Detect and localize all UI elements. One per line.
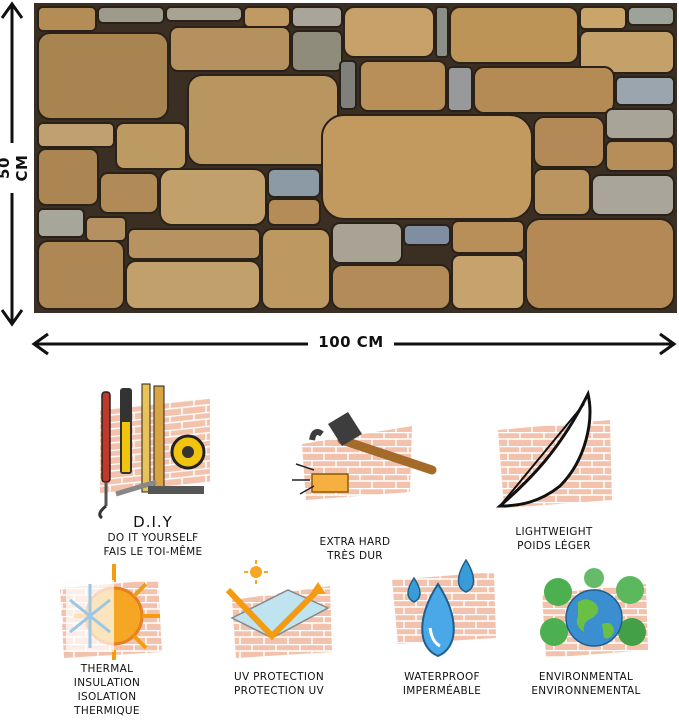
lightweight-line-1: LIGHTWEIGHT bbox=[515, 526, 593, 538]
diy-title: D.I.Y bbox=[133, 513, 173, 531]
uv-line-1: UV PROTECTION bbox=[233, 671, 324, 683]
uv-line-2: PROTECTION UV bbox=[233, 685, 324, 697]
thermal-line-1: THERMAL bbox=[80, 663, 134, 675]
thermal-caption: THERMAL INSULATION ISOLATION THERMIQUE bbox=[52, 662, 162, 718]
width-label: 100 CM bbox=[308, 333, 394, 351]
environmental-caption: ENVIRONMENTAL ENVIRONNEMENTAL bbox=[526, 670, 646, 698]
thermal-line-4: THERMIQUE bbox=[74, 705, 140, 717]
extra-hard-line-2: TRÈS DUR bbox=[327, 550, 383, 562]
thermal-icon bbox=[60, 564, 162, 660]
diy-line-2: FAIS LE TOI-MÊME bbox=[103, 546, 203, 558]
diy-line-1: DO IT YOURSELF bbox=[107, 532, 199, 544]
lightweight-line-2: POIDS LÉGER bbox=[517, 540, 591, 552]
thermal-line-3: ISOLATION bbox=[77, 691, 137, 703]
height-label: 50 CM bbox=[0, 143, 31, 193]
stone-wall-panel-image bbox=[34, 3, 677, 313]
environmental-line-1: ENVIRONMENTAL bbox=[538, 671, 634, 683]
waterproof-caption: WATERPROOF IMPERMÉABLE bbox=[390, 670, 494, 698]
waterproof-line-2: IMPERMÉABLE bbox=[402, 685, 482, 697]
extra-hard-line-1: EXTRA HARD bbox=[319, 536, 391, 548]
thermal-line-2: INSULATION bbox=[73, 677, 141, 689]
diy-tools-icon bbox=[98, 383, 210, 520]
feather-icon bbox=[495, 390, 612, 508]
uv-protection-icon bbox=[225, 560, 332, 658]
waterproof-line-1: WATERPROOF bbox=[404, 671, 480, 683]
environmental-line-2: ENVIRONNEMENTAL bbox=[531, 685, 641, 697]
lightweight-caption: LIGHTWEIGHT POIDS LÉGER bbox=[492, 525, 616, 553]
environmental-globe-icon bbox=[540, 568, 648, 658]
diy-caption: D.I.Y DO IT YOURSELF FAIS LE TOI-MÊME bbox=[82, 513, 224, 559]
uv-protection-caption: UV PROTECTION PROTECTION UV bbox=[228, 670, 330, 698]
waterproof-icon bbox=[392, 558, 496, 658]
extra-hard-caption: EXTRA HARD TRÈS DUR bbox=[300, 535, 410, 563]
hammer-icon bbox=[292, 412, 437, 500]
